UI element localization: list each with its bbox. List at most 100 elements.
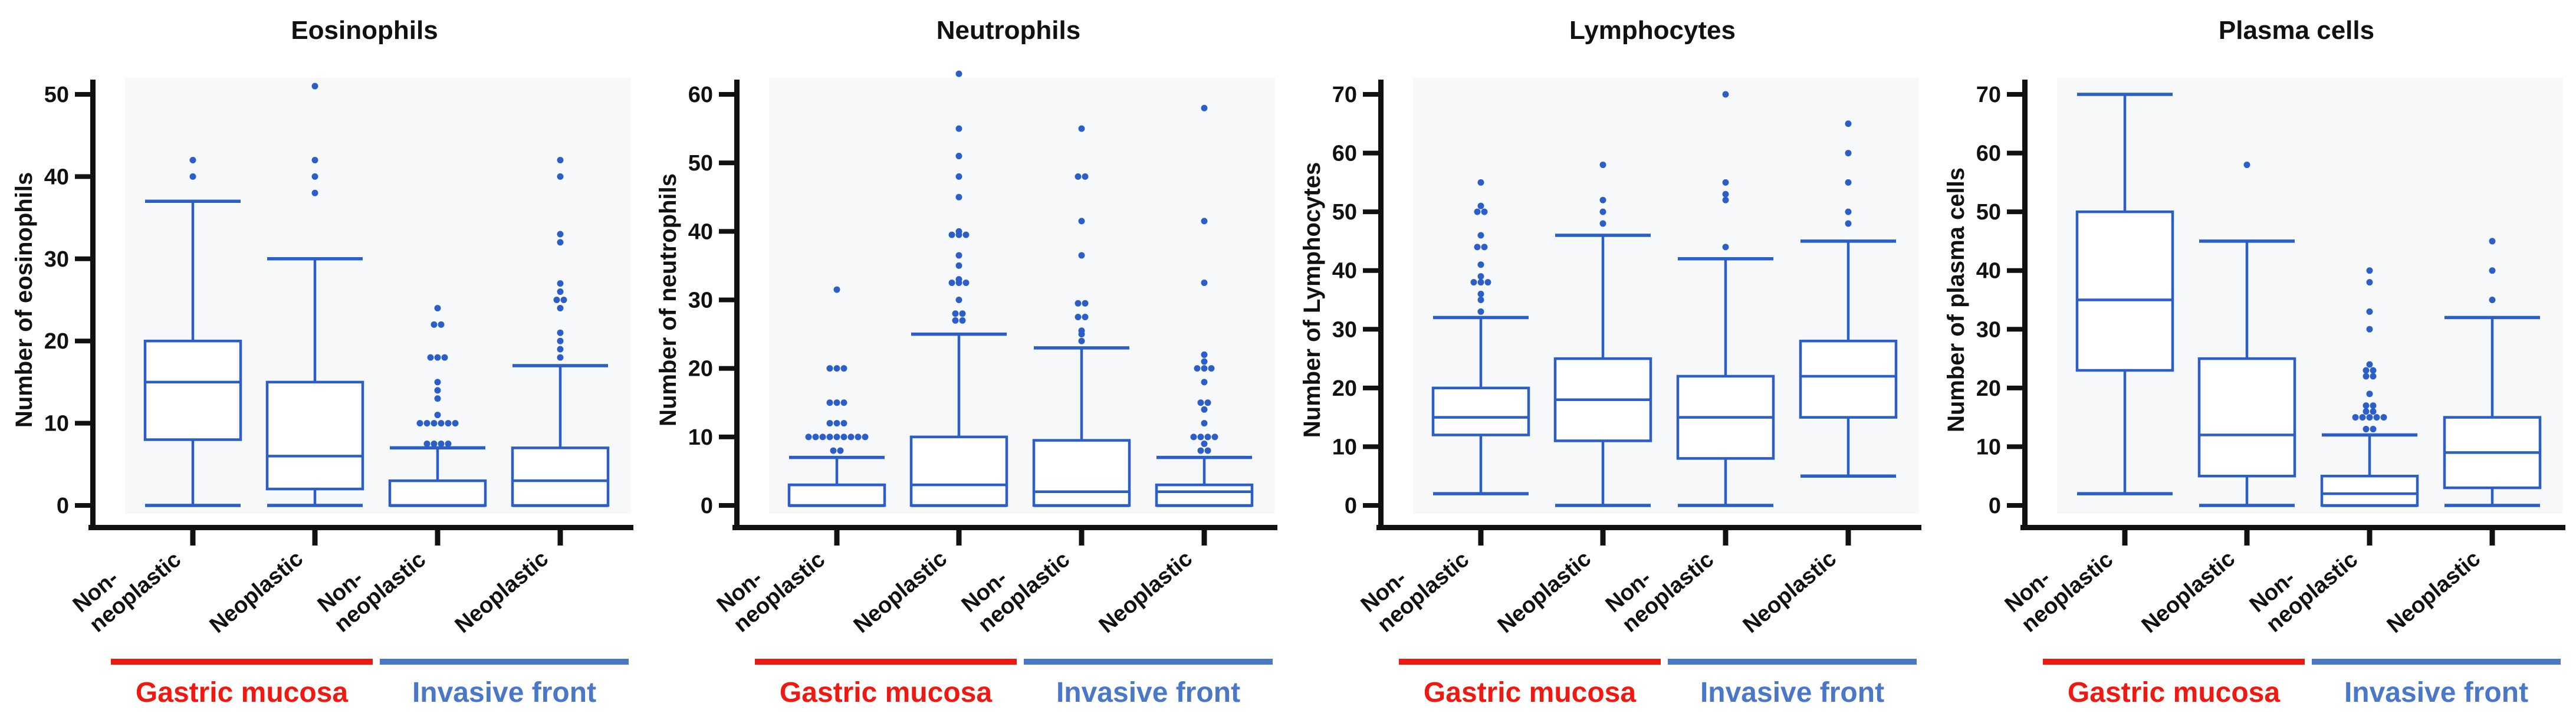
y-tick-label: 30 [1332, 317, 1357, 342]
outlier-dot [840, 399, 847, 406]
outlier-dot [2363, 408, 2370, 415]
category-label: Non-neoplastic [712, 527, 830, 638]
outlier-dot [1201, 420, 1208, 427]
outlier-dot [1194, 365, 1201, 372]
category-label: Non-neoplastic [2245, 527, 2363, 638]
outlier-dot [1722, 91, 1729, 98]
iqr-box [1799, 339, 1898, 419]
outlier-dot [1204, 399, 1211, 406]
outlier-dot [955, 297, 962, 303]
y-tick-label: 10 [1332, 435, 1357, 459]
x-tick-mark [435, 530, 441, 546]
outlier-dot [826, 433, 833, 441]
outlier-dot [952, 310, 959, 317]
outlier-dot [2380, 414, 2387, 421]
outlier-dot [557, 346, 564, 353]
iqr-box [265, 380, 364, 491]
outlier-dot [1845, 220, 1852, 227]
y-tick-label: 50 [1976, 200, 2001, 225]
outlier-dot [431, 440, 438, 447]
y-tick-label: 10 [688, 425, 713, 450]
iqr-box [909, 435, 1008, 507]
outlier-dot [1201, 379, 1208, 386]
outlier-dot [445, 440, 452, 447]
y-tick-mark [1363, 92, 1378, 97]
outlier-dot [2366, 267, 2373, 274]
outlier-dot [445, 420, 452, 427]
outlier-dot [1722, 196, 1729, 203]
x-tick-mark [2489, 530, 2495, 546]
outlier-dot [434, 395, 441, 402]
outlier-dot [2370, 367, 2377, 374]
x-tick-mark [834, 530, 840, 546]
outlier-dot [1722, 179, 1729, 186]
outlier-dot [955, 279, 962, 286]
outlier-dot [557, 354, 564, 361]
outlier-dot [1201, 104, 1208, 111]
group-label: Invasive front [1700, 677, 1884, 708]
y-tick-mark [719, 229, 734, 234]
y-tick-mark [2007, 209, 2022, 215]
plot-area-background [125, 78, 631, 514]
outlier-dot [2363, 367, 2370, 374]
outlier-dot [2366, 308, 2373, 315]
panel-title: Plasma cells [2219, 16, 2374, 45]
outlier-dot [1208, 365, 1215, 372]
box-plot-group [1676, 91, 1775, 507]
y-tick-label: 40 [1976, 259, 2001, 284]
outlier-dot [840, 420, 847, 427]
y-tick-label: 10 [44, 412, 69, 436]
outlier-dot [311, 157, 318, 164]
y-tick-mark [2007, 268, 2022, 273]
x-tick-mark [2367, 530, 2373, 546]
outlier-dot [1599, 196, 1606, 203]
outlier-dot [959, 317, 966, 324]
outlier-dot [1477, 202, 1484, 209]
y-tick-mark [75, 421, 90, 426]
outlier-dot [441, 354, 448, 361]
group-label: Gastric mucosa [136, 677, 348, 708]
y-tick-label: 40 [44, 165, 69, 189]
iqr-box [2320, 474, 2419, 507]
outlier-dot [1477, 279, 1484, 286]
y-tick-label: 20 [688, 357, 713, 382]
category-label: Neoplastic [2383, 546, 2485, 638]
y-tick-mark [75, 92, 90, 97]
outlier-dot [1082, 300, 1089, 307]
outlier-dot [423, 420, 431, 427]
outlier-dot [1845, 208, 1852, 215]
outlier-dot [1845, 179, 1852, 186]
box-plot-group [2075, 93, 2174, 495]
y-tick-mark [2007, 503, 2022, 508]
outlier-dot [833, 365, 840, 372]
y-tick-mark [1363, 503, 1378, 508]
y-tick-label: 30 [1976, 317, 2001, 342]
outlier-dot [557, 280, 564, 287]
y-tick-label: 20 [1976, 376, 2001, 401]
outlier-dot [1197, 399, 1204, 406]
y-tick-label: 10 [1976, 435, 2001, 459]
y-tick-label: 30 [44, 247, 69, 272]
outlier-dot [2366, 326, 2373, 333]
outlier-dot [2366, 361, 2373, 368]
x-axis-line [88, 525, 633, 530]
y-tick-label: 40 [688, 219, 713, 244]
outlier-dot [189, 173, 196, 180]
outlier-dot [1075, 314, 1082, 321]
outlier-dot [311, 189, 318, 196]
outlier-dot [805, 433, 812, 441]
x-axis-line [2020, 525, 2565, 530]
outlier-dot [438, 321, 445, 328]
y-tick-label: 20 [1332, 376, 1357, 401]
panel-title: Neutrophils [937, 16, 1080, 45]
outlier-dot [862, 433, 869, 441]
group-label: Invasive front [2344, 677, 2528, 708]
category-label: Non-neoplastic [2000, 527, 2118, 638]
outlier-dot [1197, 433, 1204, 441]
category-label: Non-neoplastic [1601, 527, 1719, 638]
y-tick-mark [1363, 268, 1378, 273]
plot-area-background [769, 78, 1275, 514]
